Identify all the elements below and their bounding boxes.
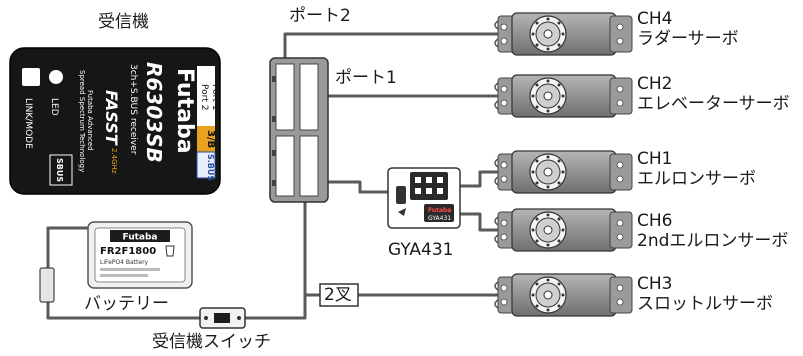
gyro-caption: GYA431 bbox=[388, 240, 454, 260]
led-icon bbox=[49, 70, 63, 84]
receiver: Futaba R6303SB 3ch+S.BUS receiver FASST … bbox=[9, 47, 221, 195]
battery-brand: Futaba bbox=[123, 233, 158, 243]
servo-ch1 bbox=[494, 150, 633, 194]
receiver-tagline-1: Futaba Advanced bbox=[86, 90, 94, 151]
servo-ch4 bbox=[494, 12, 633, 56]
servo-ch3-channel: CH3 bbox=[637, 274, 673, 294]
gyro-unit: Futaba GYA431 bbox=[387, 167, 461, 229]
sbus-accent bbox=[196, 151, 216, 179]
battery-connector bbox=[39, 267, 55, 303]
receiver-brand: Futaba bbox=[172, 68, 197, 154]
receiver-band: 2.4GHz bbox=[110, 148, 118, 174]
gyro-model: GYA431 bbox=[428, 215, 451, 222]
servo-ch1-name: エルロンサーボ bbox=[637, 169, 756, 189]
servo-ch3-name: スロットルサーボ bbox=[637, 294, 773, 314]
sbus-logo: SBUS bbox=[55, 158, 64, 182]
battery-type: LiFePO4 Battery bbox=[100, 259, 149, 266]
y-harness-box bbox=[319, 283, 359, 307]
led-label: LED bbox=[49, 98, 59, 116]
servo-ch2-name: エレベーターサーボ bbox=[637, 94, 790, 114]
servo-ch3 bbox=[494, 273, 633, 317]
receiver-model: R6303SB bbox=[142, 62, 166, 163]
receiver-tagline-2: Spread Spectrum Technology bbox=[78, 70, 86, 172]
receiver-caption: 受信機 bbox=[98, 12, 149, 32]
receiver-fasst: FASST bbox=[102, 90, 121, 146]
battery-caption: バッテリー bbox=[84, 294, 169, 314]
servo-ch6-channel: CH6 bbox=[637, 211, 673, 231]
battery: Futaba FR2F1800 LiFePO4 Battery bbox=[87, 221, 193, 289]
battery-model: FR2F1800 bbox=[100, 246, 156, 257]
wire-to-gyro bbox=[298, 180, 398, 194]
servo-ch6-name: 2ndエルロンサーボ bbox=[637, 231, 789, 251]
wire-to-yharness bbox=[303, 198, 322, 297]
receiver-body bbox=[9, 47, 221, 195]
switch-caption: 受信機スイッチ bbox=[152, 332, 271, 352]
receiver-switch bbox=[199, 307, 246, 329]
y-harness-label: 2叉 bbox=[324, 285, 352, 305]
receiver-port-block bbox=[269, 57, 329, 203]
port1-value: 3/B bbox=[205, 130, 216, 148]
port-accent bbox=[197, 126, 215, 152]
gyro-brand: Futaba bbox=[428, 207, 451, 214]
port1-caption: ポート1 bbox=[335, 68, 397, 88]
servo-ch1-channel: CH1 bbox=[637, 149, 673, 169]
wire-switch-harness bbox=[243, 293, 307, 320]
wire-gyro-ch6 bbox=[456, 212, 500, 232]
port2-value: S.BUS bbox=[206, 154, 215, 181]
port2-label: Port 2 bbox=[199, 84, 209, 110]
link-mode-button bbox=[22, 68, 40, 86]
wire-gyro-ch1 bbox=[456, 170, 500, 188]
receiver-subtitle: 3ch+S.BUS receiver bbox=[128, 64, 138, 155]
servo-ch4-name: ラダーサーボ bbox=[637, 29, 739, 49]
servo-ch6 bbox=[494, 208, 633, 252]
sbus-logo-box bbox=[49, 154, 73, 186]
link-mode-label: LINK/MODE bbox=[23, 98, 33, 149]
port2-caption: ポート2 bbox=[289, 6, 351, 26]
port1-label: Port 1 bbox=[210, 84, 220, 110]
servo-ch2-channel: CH2 bbox=[637, 74, 673, 94]
servo-ch2 bbox=[494, 74, 633, 118]
wire-port1-ch2 bbox=[303, 94, 500, 100]
servo-ch4-channel: CH4 bbox=[637, 9, 673, 29]
